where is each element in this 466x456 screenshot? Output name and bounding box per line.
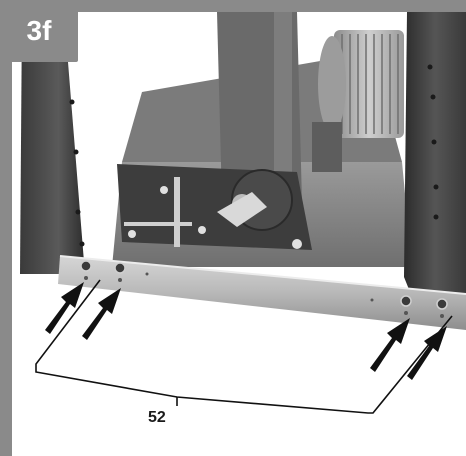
- arrow-right-2: [407, 326, 447, 380]
- right-leg: [404, 12, 466, 302]
- rail-small-holes: [84, 272, 444, 318]
- arrow-left-1: [45, 282, 84, 334]
- frame-top-bar: [0, 0, 466, 12]
- rail-bolts: [80, 260, 448, 310]
- frame-left-bar: [0, 0, 12, 456]
- rail-edge: [59, 255, 466, 295]
- left-leg: [20, 12, 84, 274]
- callout-bracket: [35, 279, 453, 414]
- bracket-screws: [128, 186, 302, 249]
- front-cross-rail: [58, 256, 466, 330]
- motor-body: [334, 30, 404, 138]
- assembly-photo: [12, 12, 466, 456]
- left-leg-holes: [69, 99, 85, 247]
- column-highlight: [274, 12, 292, 202]
- motor-mount: [312, 122, 342, 172]
- right-leg-holes: [427, 64, 439, 220]
- part-callout-number: 52: [148, 409, 166, 426]
- arrow-right-1: [370, 318, 410, 372]
- handwheel-lever: [217, 192, 267, 227]
- step-label-badge: 3f: [0, 0, 78, 62]
- motor-end-cap: [318, 36, 346, 132]
- pointer-arrows: [45, 282, 447, 380]
- arrow-left-2: [82, 288, 121, 340]
- vertical-rod: [174, 177, 180, 247]
